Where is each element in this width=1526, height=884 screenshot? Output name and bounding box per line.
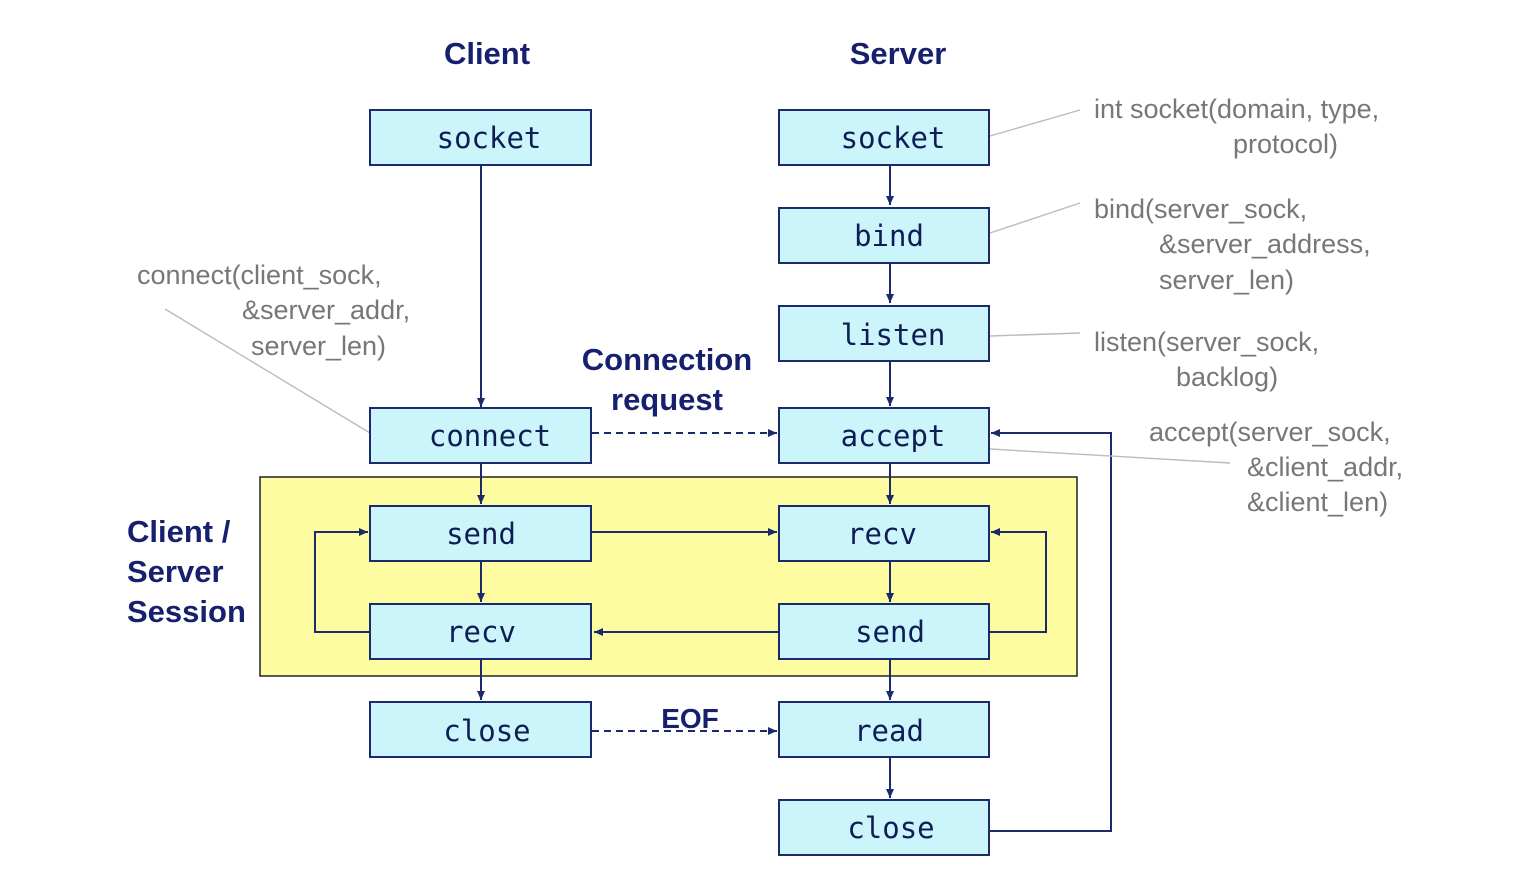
client-connect-label: connect (429, 419, 551, 453)
server-close-box: close (778, 799, 990, 856)
server-send-box: send (778, 603, 990, 660)
socket-note-line2: protocol) (1233, 129, 1338, 159)
bind-note-line1: bind(server_sock, (1094, 194, 1307, 224)
session-label-line1: Client / (127, 514, 231, 549)
client-close-box: close (369, 701, 592, 758)
server-bind-label: bind (854, 219, 924, 253)
server-close-to-accept-arrow (990, 429, 1112, 832)
connect-note-line3: server_len) (251, 331, 386, 361)
bind-note-line2: &server_address, (1159, 229, 1371, 259)
accept-note-line2: &client_addr, (1247, 452, 1403, 482)
server-recv-label: recv (847, 517, 917, 551)
client-recv-box: recv (369, 603, 592, 660)
session-label-line3: Session (127, 594, 246, 629)
accept-note-leader (989, 448, 1231, 464)
server-listen-box: listen (778, 305, 990, 362)
client-loop-arrow (314, 528, 370, 633)
server-read-box: read (778, 701, 990, 758)
server-accept-label: accept (841, 419, 946, 453)
socket-note-leader (989, 109, 1081, 137)
server-socket-box: socket (778, 109, 990, 166)
server-accept-box: accept (778, 407, 990, 464)
server-read-label: read (854, 714, 924, 748)
connect-note-line2: &server_addr, (242, 295, 410, 325)
server-listen-label: listen (841, 318, 946, 352)
connect-note-leader (164, 308, 371, 434)
server-loop-arrow (990, 528, 1047, 633)
server-bind-box: bind (778, 207, 990, 264)
connection-request-label-line2: request (611, 382, 723, 417)
client-send-box: send (369, 505, 592, 562)
listen-note-line1: listen(server_sock, (1094, 327, 1319, 357)
server-socket-label: socket (841, 121, 946, 155)
server-header: Server (850, 36, 947, 71)
bind-note-line3: server_len) (1159, 265, 1294, 295)
connect-note-line1: connect(client_sock, (137, 260, 382, 290)
accept-note-line1: accept(server_sock, (1149, 417, 1391, 447)
eof-label: EOF (661, 703, 719, 734)
client-socket-label: socket (437, 121, 542, 155)
accept-note-line3: &client_len) (1247, 487, 1388, 517)
connection-request-label-line1: Connection (582, 342, 753, 377)
bind-note-leader (989, 202, 1081, 234)
client-socket-box: socket (369, 109, 592, 166)
client-recv-label: recv (446, 615, 516, 649)
client-connect-box: connect (369, 407, 592, 464)
listen-note-line2: backlog) (1176, 362, 1278, 392)
listen-note-leader (989, 332, 1081, 337)
server-send-label: send (855, 615, 925, 649)
server-recv-box: recv (778, 505, 990, 562)
socket-note-line1: int socket(domain, type, (1094, 94, 1379, 124)
server-close-label: close (847, 811, 934, 845)
client-header: Client (444, 36, 530, 71)
client-send-label: send (446, 517, 516, 551)
session-label-line2: Server (127, 554, 224, 589)
client-close-label: close (443, 714, 530, 748)
